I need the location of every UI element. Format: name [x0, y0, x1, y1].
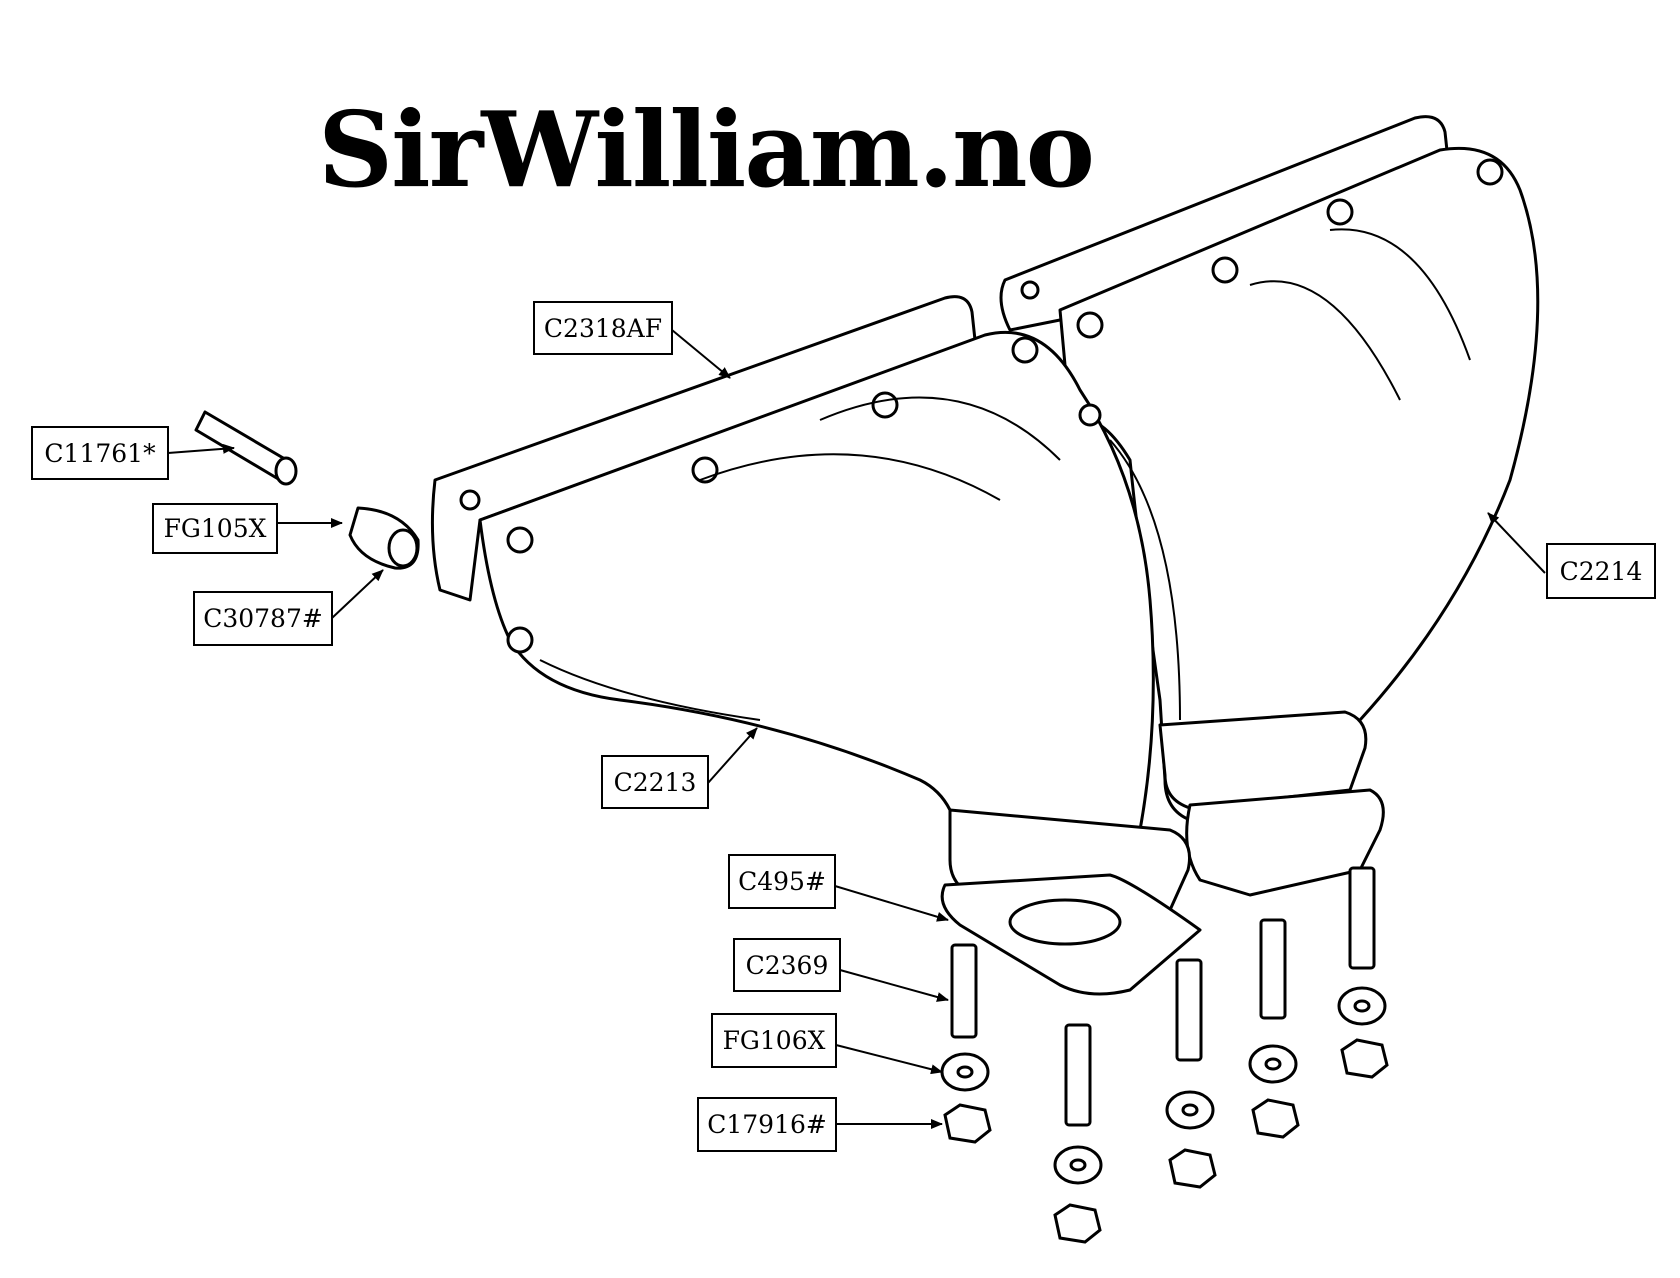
front-gasket-plate [430, 295, 977, 602]
label-c30787: C30787# [193, 591, 333, 646]
leader-lines [167, 329, 1546, 1129]
rear-flange-gasket [1185, 788, 1385, 897]
bolt-holes [459, 158, 1504, 654]
label-fg105x: FG105X [152, 503, 278, 554]
watermark-logo: SirWilliam.no [318, 88, 1095, 211]
label-c2213: C2213 [601, 755, 709, 809]
label-c2369: C2369 [733, 938, 841, 992]
label-c2214: C2214 [1546, 543, 1656, 599]
label-c495: C495# [728, 854, 836, 909]
label-c17916: C17916# [697, 1097, 837, 1152]
nuts [943, 1038, 1389, 1244]
studs [950, 866, 1376, 1127]
label-fg106x: FG106X [711, 1013, 837, 1068]
label-c11761: C11761* [31, 426, 169, 480]
label-c2318af: C2318AF [533, 301, 673, 355]
washers [940, 986, 1387, 1185]
rear-manifold-flange [1158, 710, 1368, 810]
front-manifold-body [478, 330, 1155, 862]
